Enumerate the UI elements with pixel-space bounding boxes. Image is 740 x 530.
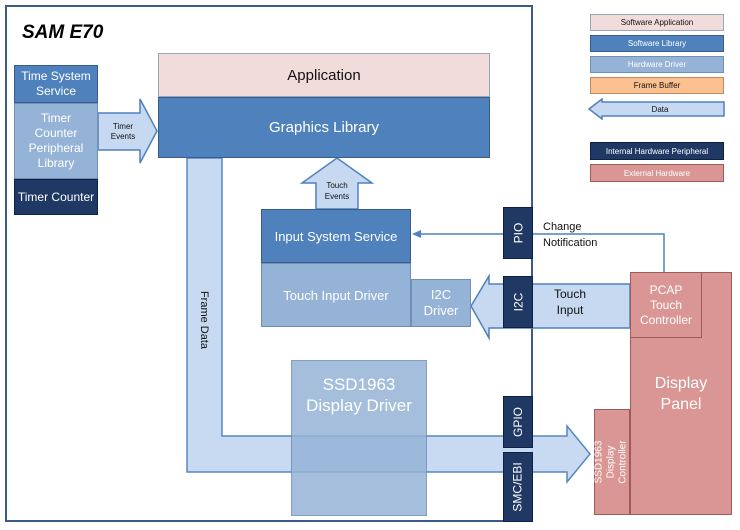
timer-counter-block: Timer Counter xyxy=(14,179,98,215)
gpio-peripheral: GPIO xyxy=(503,396,533,448)
timer-counter-peripheral-library-block: Timer Counter Peripheral Library xyxy=(14,103,98,179)
change-notification-line xyxy=(418,233,665,272)
change-notification-arrowhead xyxy=(412,230,421,238)
smc-ebi-peripheral: SMC/EBI xyxy=(503,452,533,522)
pcap-touch-controller-block: PCAP Touch Controller xyxy=(630,272,702,338)
pio-peripheral: PIO xyxy=(503,207,533,259)
touch-input-label: Touch Input xyxy=(553,287,587,317)
touch-input-driver-block: Touch Input Driver xyxy=(261,263,411,327)
legend-data-label: Data xyxy=(651,104,669,114)
i2c-driver-block: I2C Driver xyxy=(411,279,471,327)
ssd1963-display-driver-label: SSD1963 Display Driver xyxy=(306,375,412,415)
sam-e70-chip-boundary xyxy=(5,5,533,522)
touch-events-label: Touch Events xyxy=(324,181,350,201)
legend-data-arrow xyxy=(588,98,725,120)
application-block: Application xyxy=(158,53,490,97)
legend-external-hardware: External Hardware xyxy=(590,164,724,182)
timer-events-label: Timer Events xyxy=(110,122,136,141)
i2c-peripheral: I2C xyxy=(503,276,533,328)
chip-title: SAM E70 xyxy=(22,22,104,43)
change-notification-label: Change Notification xyxy=(543,221,598,249)
legend-hardware-driver: Hardware Driver xyxy=(590,56,724,73)
time-system-service-block: Time System Service xyxy=(14,65,98,103)
legend-software-library: Software Library xyxy=(590,35,724,52)
legend-software-application: Software Application xyxy=(590,14,724,31)
ssd1963-display-controller-block: SSD1963 Display Controller xyxy=(594,409,630,515)
legend-internal-hw-peripheral: Internal Hardware Peripheral xyxy=(590,142,724,160)
touch-events-arrow xyxy=(299,157,375,210)
timer-events-arrow xyxy=(97,98,158,164)
legend-frame-buffer: Frame Buffer xyxy=(590,77,724,94)
display-panel-label: Display Panel xyxy=(654,375,708,413)
graphics-library-block: Graphics Library xyxy=(158,97,490,158)
ssd1963-display-driver-block xyxy=(291,360,427,516)
input-system-service-block: Input System Service xyxy=(261,209,411,263)
